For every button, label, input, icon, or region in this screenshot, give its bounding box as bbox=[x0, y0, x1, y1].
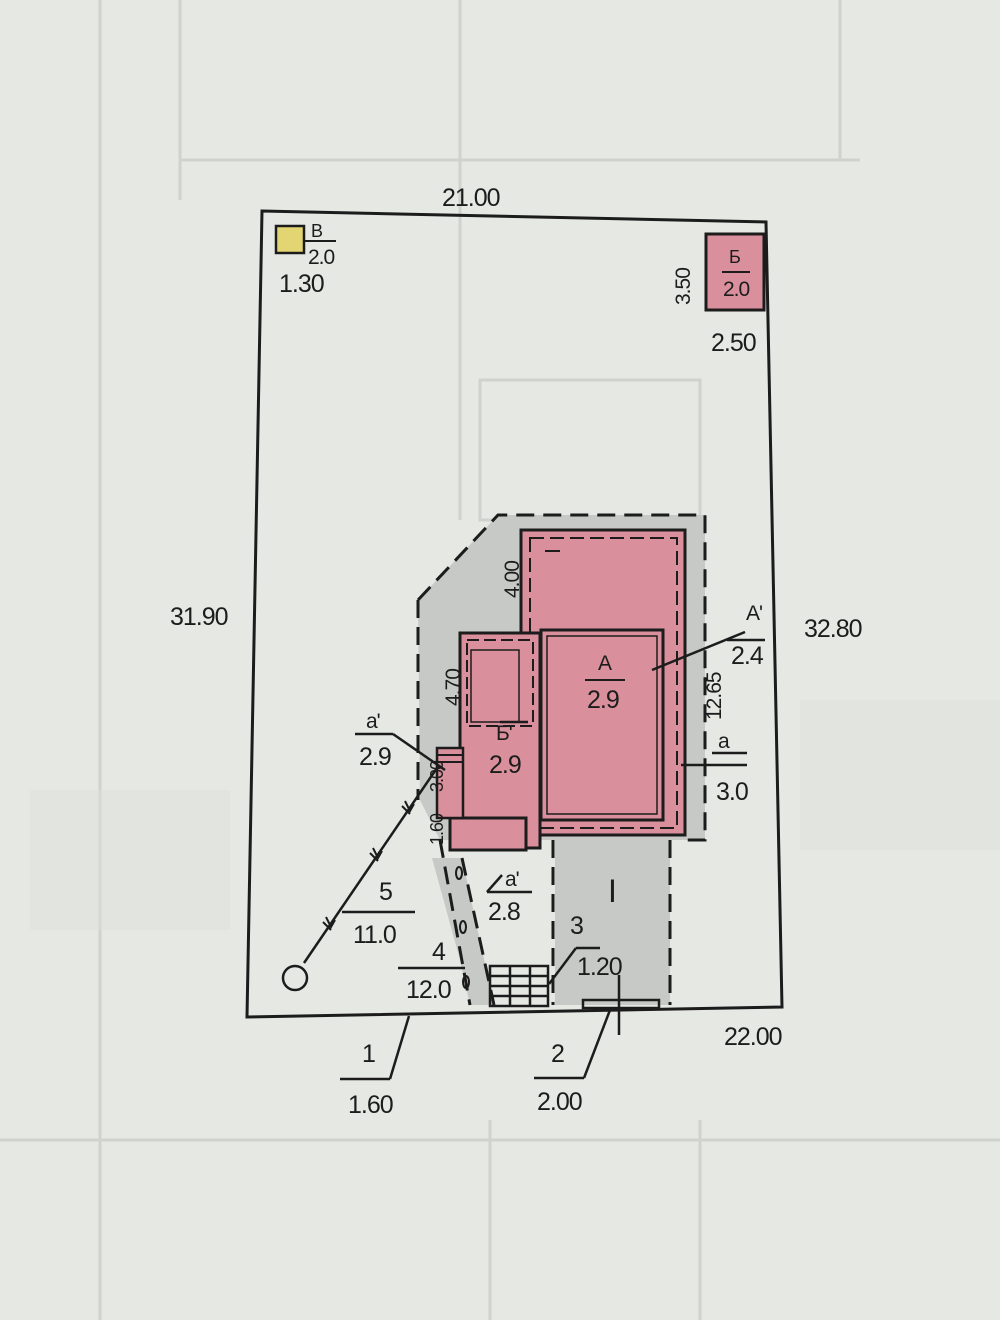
porch-a2-height: 2.9 bbox=[359, 743, 391, 771]
well-icon bbox=[281, 964, 309, 992]
structure-4-num: 4 bbox=[432, 938, 446, 966]
leader-lines bbox=[302, 630, 765, 1081]
shed-v-height: 2.0 bbox=[308, 246, 335, 269]
yard-roman-label: I bbox=[608, 873, 616, 909]
shed-v-size: 1.30 bbox=[279, 270, 324, 298]
building-a1-letter: А' bbox=[746, 602, 762, 625]
path-markers bbox=[455, 866, 470, 989]
structure-1-num: 1 bbox=[362, 1040, 375, 1068]
plot-dim-right: 32.80 bbox=[804, 615, 862, 643]
shed-v-letter: В bbox=[311, 221, 323, 241]
gate bbox=[581, 998, 661, 1010]
plot-dim-top: 21.00 bbox=[442, 184, 500, 212]
shed-v bbox=[274, 224, 306, 255]
structure-3-num: 3 bbox=[570, 912, 583, 940]
plot-dim-bottom: 22.00 bbox=[724, 1023, 782, 1051]
building-b-length: 3.50 bbox=[672, 268, 695, 305]
structure-4-value: 12.0 bbox=[406, 976, 451, 1004]
dim-12-65: 12.65 bbox=[703, 672, 726, 720]
cable-marks bbox=[322, 800, 415, 931]
dim-4-00: 4.00 bbox=[501, 561, 524, 598]
building-a-height: 2.9 bbox=[587, 686, 619, 714]
porch-a3-letter: а' bbox=[505, 868, 519, 891]
building-b1 bbox=[435, 631, 542, 852]
dim-3-00: 3.00 bbox=[427, 760, 447, 792]
porch-a-letter: а bbox=[718, 730, 730, 753]
dim-1-60: 1.60 bbox=[427, 813, 447, 845]
plot-boundary bbox=[245, 209, 784, 1019]
structure-2-num: 2 bbox=[551, 1040, 564, 1068]
structure-1-value: 1.60 bbox=[348, 1091, 393, 1119]
dim-4-70: 4.70 bbox=[442, 669, 465, 706]
building-a bbox=[539, 628, 665, 822]
porch-a-height: 3.0 bbox=[716, 778, 748, 806]
building-a1-height: 2.4 bbox=[731, 642, 764, 670]
building-b-width: 2.50 bbox=[711, 329, 756, 357]
plot-dim-left: 31.90 bbox=[170, 603, 228, 631]
porch-a3-height: 2.8 bbox=[488, 898, 520, 926]
structure-2-value: 2.00 bbox=[537, 1088, 582, 1116]
building-b1-letter: Б' bbox=[496, 722, 512, 745]
structure-5-value: 11.0 bbox=[353, 921, 396, 949]
building-a-letter: А bbox=[598, 652, 612, 675]
structure-3-value: 1.20 bbox=[577, 953, 622, 981]
building-b-letter: Б bbox=[729, 247, 740, 267]
entrance-steps bbox=[488, 964, 550, 1008]
building-b1-height: 2.9 bbox=[489, 751, 521, 779]
porch-a2-letter: а' bbox=[366, 710, 380, 733]
building-b-height: 2.0 bbox=[723, 278, 750, 301]
structure-5-num: 5 bbox=[379, 878, 392, 906]
paved-area-dashed-outline bbox=[416, 513, 707, 1006]
